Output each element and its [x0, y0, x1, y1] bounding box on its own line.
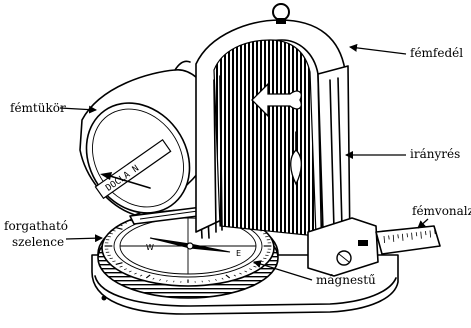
- label-metal-ruler: fémvonalzó: [412, 204, 471, 218]
- dial-label-e: E: [236, 249, 241, 258]
- metal-ruler: [376, 226, 440, 254]
- label-rotating-bezel-1: forgatható: [4, 219, 68, 233]
- dial-label-w: W: [146, 243, 154, 252]
- metal-mirror: DOCLA N: [65, 61, 212, 233]
- label-metal-mirror: fémtükör: [10, 101, 66, 115]
- label-metal-lid: fémfedél: [410, 46, 463, 60]
- label-magnetic-needle: mágnestű: [316, 273, 376, 287]
- label-sight-slit: irányrés: [410, 147, 460, 161]
- label-rotating-bezel-2: szelence: [12, 235, 64, 249]
